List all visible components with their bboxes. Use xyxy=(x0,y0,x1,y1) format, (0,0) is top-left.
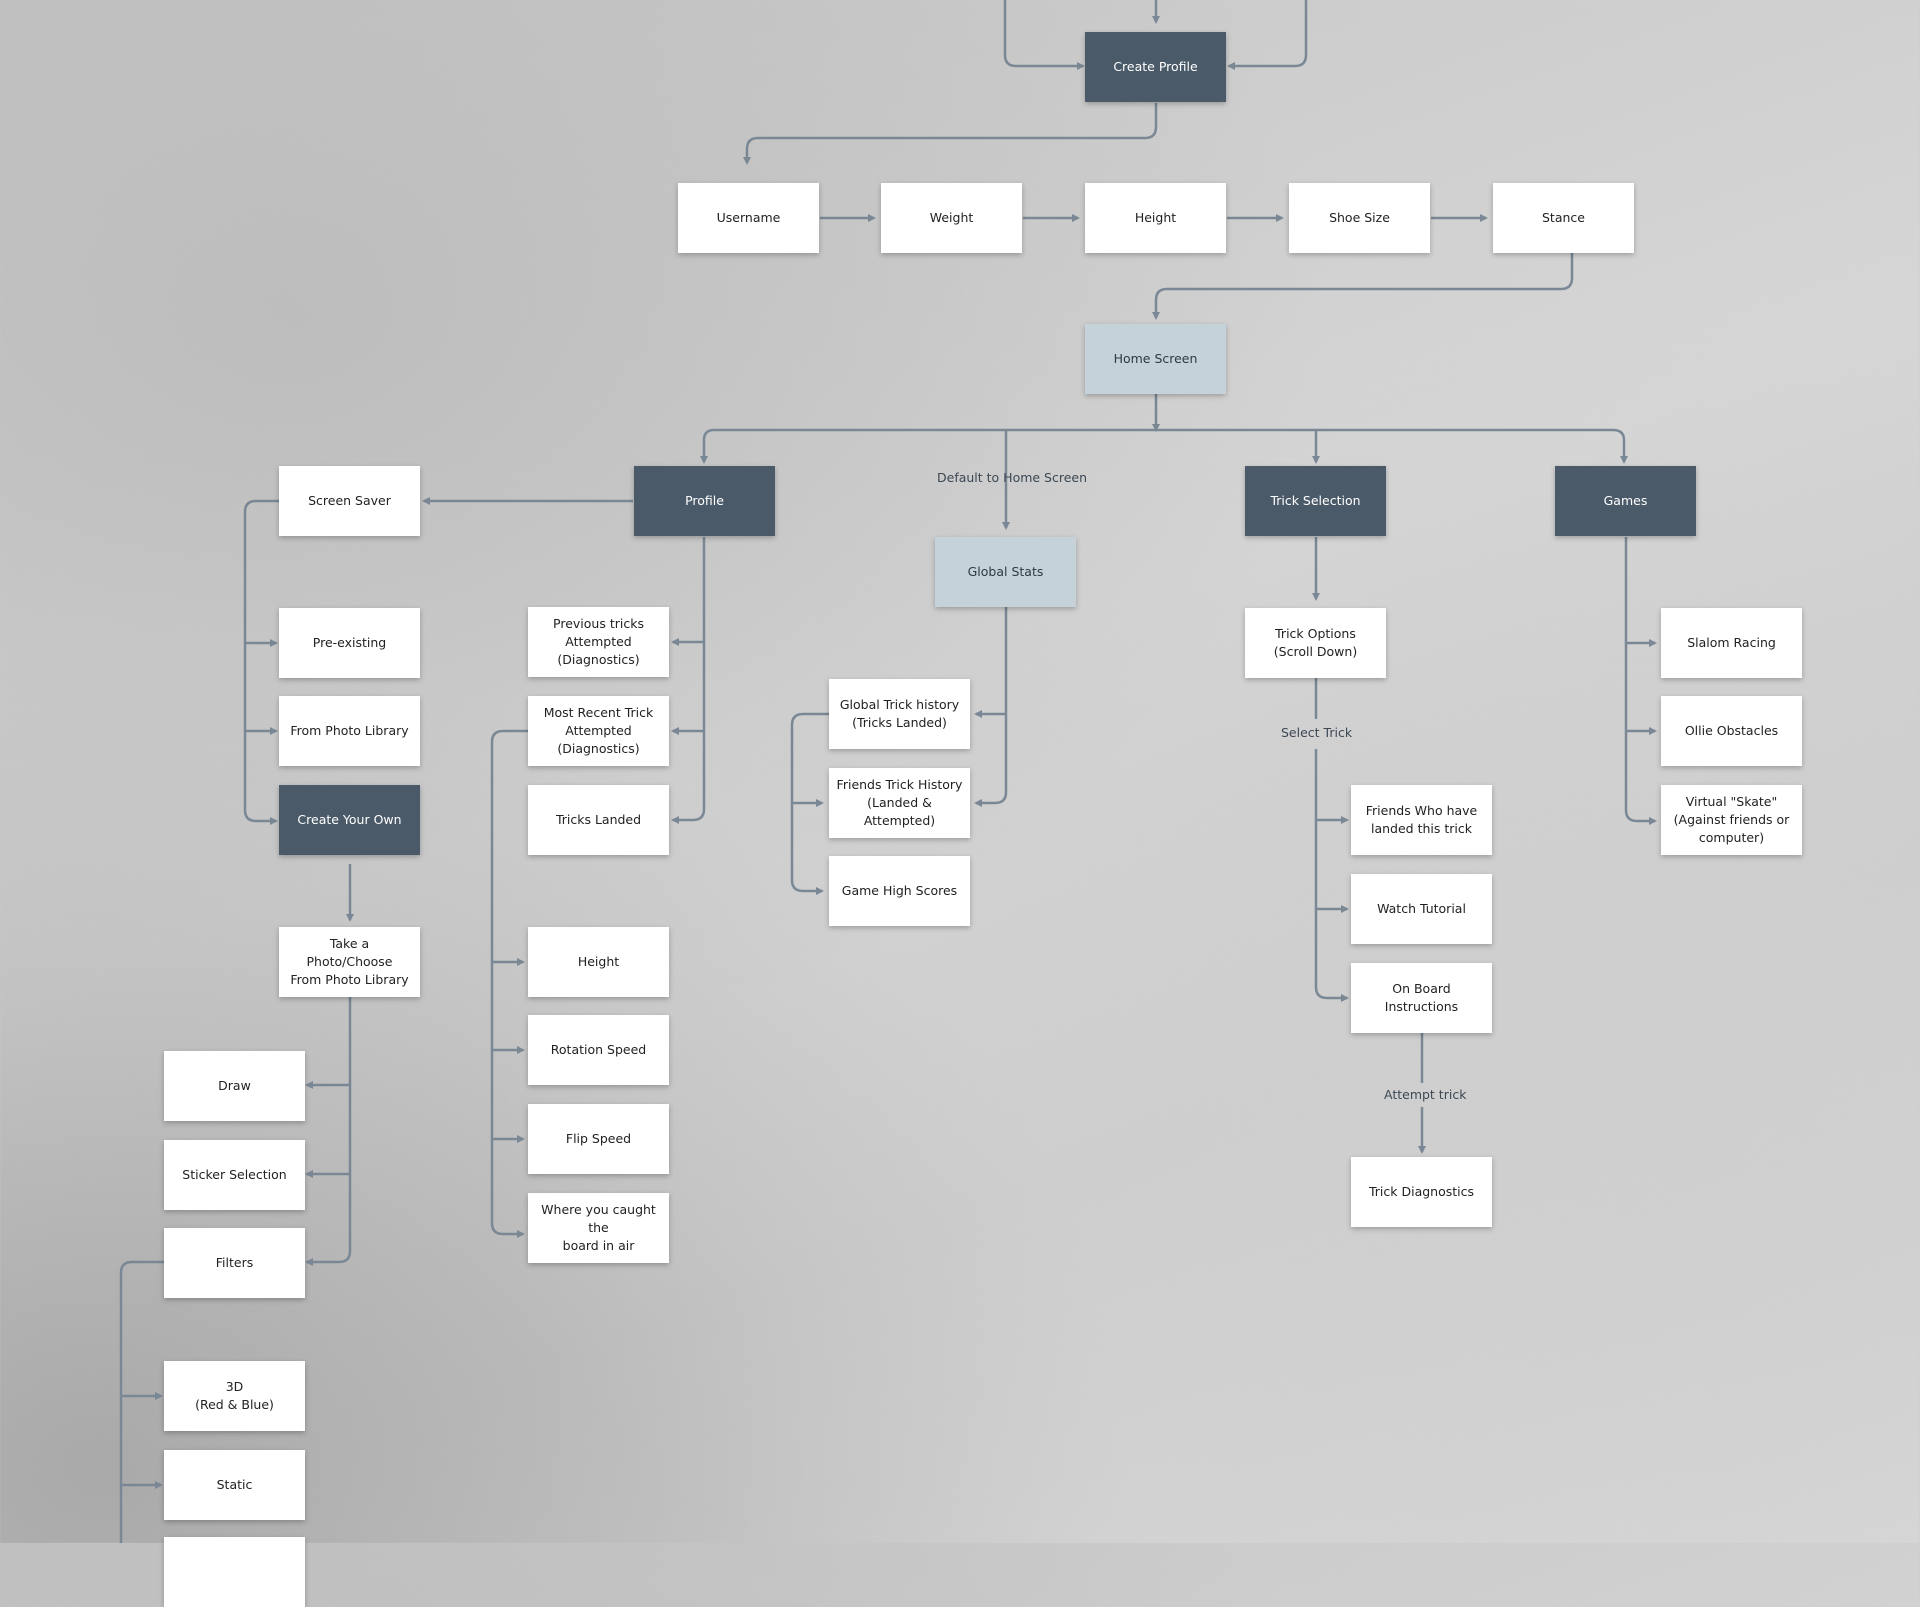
height-stat-node[interactable]: Height xyxy=(528,927,669,997)
on-board-instructions-node[interactable]: On Board Instructions xyxy=(1351,963,1492,1033)
profile-node[interactable]: Profile xyxy=(634,466,775,536)
slalom-racing-node[interactable]: Slalom Racing xyxy=(1661,608,1802,678)
stance-node[interactable]: Stance xyxy=(1493,183,1634,253)
games-node[interactable]: Games xyxy=(1555,466,1696,536)
friends-trick-history-node[interactable]: Friends Trick History (Landed & Attempte… xyxy=(829,768,970,838)
trick-selection-node[interactable]: Trick Selection xyxy=(1245,466,1386,536)
previous-tricks-node[interactable]: Previous tricks Attempted (Diagnostics) xyxy=(528,607,669,677)
global-trick-history-node[interactable]: Global Trick history (Tricks Landed) xyxy=(829,679,970,749)
static-filter-node[interactable]: Static xyxy=(164,1450,305,1520)
virtual-skate-node[interactable]: Virtual "Skate" (Against friends or comp… xyxy=(1661,785,1802,855)
pre-existing-node[interactable]: Pre-existing xyxy=(279,608,420,678)
global-stats-node[interactable]: Global Stats xyxy=(935,537,1076,607)
shoe-size-node[interactable]: Shoe Size xyxy=(1289,183,1430,253)
trick-diagnostics-node[interactable]: Trick Diagnostics xyxy=(1351,1157,1492,1227)
friends-landed-node[interactable]: Friends Who have landed this trick xyxy=(1351,785,1492,855)
flip-speed-node[interactable]: Flip Speed xyxy=(528,1104,669,1174)
most-recent-trick-node[interactable]: Most Recent Trick Attempted (Diagnostics… xyxy=(528,696,669,766)
screen-saver-node[interactable]: Screen Saver xyxy=(279,466,420,536)
partial-filter-node xyxy=(164,1537,305,1607)
draw-node[interactable]: Draw xyxy=(164,1051,305,1121)
sticker-selection-node[interactable]: Sticker Selection xyxy=(164,1140,305,1210)
game-high-scores-node[interactable]: Game High Scores xyxy=(829,856,970,926)
username-node[interactable]: Username xyxy=(678,183,819,253)
take-photo-node[interactable]: Take a Photo/Choose From Photo Library xyxy=(279,927,420,997)
ollie-obstacles-node[interactable]: Ollie Obstacles xyxy=(1661,696,1802,766)
default-home-label: Default to Home Screen xyxy=(937,470,1088,485)
weight-node[interactable]: Weight xyxy=(881,183,1022,253)
create-profile-node[interactable]: Create Profile xyxy=(1085,32,1226,102)
watch-tutorial-node[interactable]: Watch Tutorial xyxy=(1351,874,1492,944)
connector-lines xyxy=(119,0,1657,1543)
rotation-speed-node[interactable]: Rotation Speed xyxy=(528,1015,669,1085)
create-your-own-node[interactable]: Create Your Own xyxy=(279,785,420,855)
attempt-trick-label: Attempt trick xyxy=(1384,1087,1467,1102)
height-node[interactable]: Height xyxy=(1085,183,1226,253)
from-photo-library-node[interactable]: From Photo Library xyxy=(279,696,420,766)
flow-diagram: Create Profile Username Weight Height Sh… xyxy=(119,0,1802,1543)
home-screen-node[interactable]: Home Screen xyxy=(1085,324,1226,394)
where-caught-node[interactable]: Where you caught the board in air xyxy=(528,1193,669,1263)
select-trick-label: Select Trick xyxy=(1281,725,1353,740)
trick-options-node[interactable]: Trick Options (Scroll Down) xyxy=(1245,608,1386,678)
filters-node[interactable]: Filters xyxy=(164,1228,305,1298)
tricks-landed-node[interactable]: Tricks Landed xyxy=(528,785,669,855)
3d-filter-node[interactable]: 3D (Red & Blue) xyxy=(164,1361,305,1431)
